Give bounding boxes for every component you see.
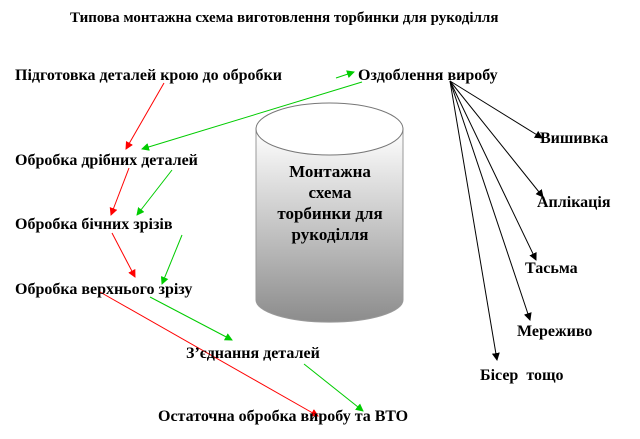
red-arrows: [99, 82, 319, 417]
arrow-to-beads: [449, 80, 500, 361]
arrow-top-to-final: [99, 291, 319, 417]
arrow-join-to-final: [303, 363, 364, 412]
arrow-side-to-top: [111, 232, 136, 278]
arrow-side-to-top-green: [160, 234, 183, 285]
center-line-2: схема: [309, 183, 352, 202]
decoration-label: Оздоблення виробу: [358, 67, 498, 84]
center-line-4: рукоділля: [292, 225, 369, 244]
arrow-prep-to-small: [125, 82, 165, 150]
step-side-seams: Обробка бічних зрізів: [15, 216, 173, 233]
decoration-applique: Аплікація: [537, 194, 611, 211]
step-small-parts: Обробка дрібних деталей: [15, 152, 198, 169]
diagram-title: Типова монтажна схема виготовлення торби…: [70, 10, 498, 26]
black-arrows: [449, 80, 544, 361]
green-arrows: [136, 70, 364, 412]
center-line-1: Монтажна: [289, 162, 371, 181]
step-top-edge: Обробка верхнього зрізу: [15, 281, 192, 298]
arrow-decoration-to-small: [141, 81, 363, 151]
decoration-lace: Мереживо: [517, 323, 592, 340]
decoration-ribbon: Тасьма: [525, 260, 578, 277]
arrow-small-to-side: [109, 167, 130, 216]
arrow-to-lace: [449, 80, 532, 321]
center-cylinder: Монтажна схема торбинки для рукоділля: [255, 102, 404, 323]
step-prep: Підготовка деталей крою до обробки: [15, 67, 282, 84]
arrow-prep-to-decoration: [335, 70, 355, 79]
step-join: З’єднання деталей: [186, 345, 320, 362]
decoration-beads: Бісер тощо: [480, 367, 563, 384]
center-line-3: торбинки для: [277, 204, 382, 223]
arrow-to-ribbon: [449, 80, 537, 261]
arrow-to-applique: [449, 80, 544, 198]
arrow-to-embroidery: [449, 80, 543, 139]
arrow-top-to-join: [149, 296, 233, 341]
arrow-small-to-side-green: [136, 169, 173, 216]
step-final: Остаточна обробка виробу та ВТО: [158, 408, 408, 425]
decoration-embroidery: Вишивка: [540, 130, 608, 147]
